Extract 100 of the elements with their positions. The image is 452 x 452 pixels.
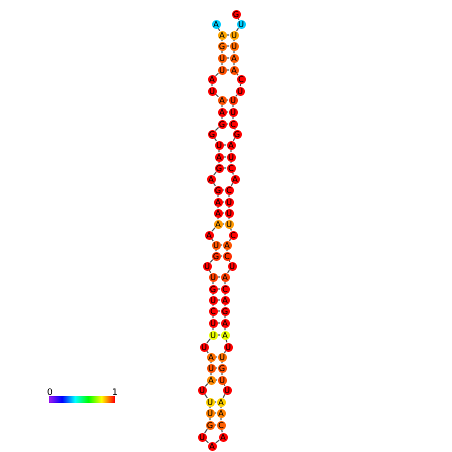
nucleotide-circle: U — [208, 86, 216, 96]
connector-line — [228, 206, 230, 208]
nucleotide-circle: U — [212, 240, 220, 250]
connector-line — [216, 356, 218, 358]
nucleotide-circle: C — [222, 252, 232, 260]
nucleotide-circle: U — [198, 432, 206, 442]
connector-line — [221, 40, 223, 42]
nucleotide-circle: A — [220, 272, 230, 282]
connector-line — [224, 384, 226, 386]
connector-line — [232, 138, 236, 142]
nucleotide-circle: A — [220, 318, 230, 328]
connector-line — [216, 367, 218, 369]
nucleotide-circle: U — [218, 54, 226, 62]
nucleotide-circle: G — [218, 120, 226, 128]
nucleotide-circle: U — [236, 86, 244, 96]
nucleotide-circle: U — [228, 108, 238, 116]
nucleotide-circle: A — [218, 96, 226, 104]
connector-line — [214, 401, 216, 403]
connector-line — [224, 304, 226, 306]
nucleotide-circle: C — [220, 284, 230, 294]
connector-line — [228, 238, 232, 242]
connector-line — [222, 394, 226, 398]
nucleotide-circle: A — [212, 20, 220, 28]
nucleotide-circle: U — [208, 330, 218, 340]
nucleotide-circle: G — [206, 420, 214, 430]
nucleotide-circle: A — [230, 54, 238, 62]
nucleotide-circle: U — [198, 386, 206, 394]
nucleotide-circle: A — [222, 240, 232, 250]
nucleotide-circle: G — [208, 130, 216, 138]
nucleotide-circle: U — [230, 30, 238, 40]
connector-line — [233, 40, 235, 42]
nucleotide-circle: A — [206, 352, 216, 362]
nucleotide-circle: A — [230, 66, 238, 74]
nucleotide-circle: U — [200, 342, 208, 352]
nucleotide-circle: A — [220, 296, 230, 304]
connector-line — [215, 440, 220, 444]
nucleotide-circle: A — [214, 152, 224, 162]
connector-line — [226, 123, 228, 125]
nucleotide-circle: U — [228, 96, 238, 104]
nucleotide-circle: G — [232, 10, 240, 18]
connector-line — [220, 255, 222, 257]
nucleotide-circle: U — [224, 220, 234, 228]
nucleotide-circle: U — [226, 152, 236, 162]
nucleotide-circle: A — [230, 174, 240, 184]
nucleotide-circle: A — [214, 220, 222, 228]
nucleotide-circle: A — [216, 408, 226, 418]
connector-line — [218, 162, 220, 164]
nucleotide-circle: C — [216, 420, 226, 430]
nucleotide-circle: A — [208, 442, 216, 450]
connector-line — [209, 406, 211, 408]
scale-tick-label: 0 — [47, 388, 53, 398]
nucleotide-circle: A — [206, 376, 216, 384]
nucleotide-circle: U — [228, 262, 236, 270]
connector-line — [226, 99, 228, 101]
connector-line — [214, 126, 220, 132]
nucleotide-circle: U — [208, 318, 218, 328]
nucleotide-circle: U — [208, 272, 218, 282]
connector-line — [212, 294, 214, 296]
connector-line — [226, 250, 228, 252]
connector-line — [220, 406, 222, 408]
connector-line — [216, 379, 218, 381]
nucleotide-circle: A — [214, 208, 222, 218]
nucleotide-circle: G — [208, 284, 218, 294]
nucleotide-circle: G — [232, 130, 242, 138]
connector-line — [214, 412, 216, 414]
nucleotide-circle: C — [228, 230, 238, 240]
nucleotide-circle: U — [224, 208, 234, 218]
nucleotide-circle: G — [218, 42, 226, 50]
connector-line — [217, 206, 219, 208]
nucleotide-circle: G — [212, 252, 220, 260]
connector-line — [222, 201, 224, 203]
connector-line — [210, 362, 212, 364]
nucleotide-circle: U — [214, 140, 224, 150]
nucleotide-circle: C — [226, 164, 236, 172]
nucleotide-circle: C — [224, 186, 234, 194]
nucleotide-circle: G — [214, 164, 224, 172]
nucleotide-circle: U — [218, 66, 226, 74]
nucleotide-circle: A — [208, 74, 216, 84]
connector-line — [206, 338, 211, 344]
connector-line — [228, 218, 230, 220]
nucleotide-circle: A — [218, 432, 228, 442]
connector-line — [224, 294, 226, 296]
connector-line — [228, 260, 230, 262]
connector-line — [217, 218, 219, 220]
connector-line — [230, 162, 232, 164]
nucleotide-circle: C — [236, 74, 246, 84]
nucleotide-circle: U — [218, 352, 226, 362]
connector-line — [221, 362, 223, 364]
nucleotide-circle: A — [220, 330, 230, 340]
nucleotide-circle: U — [224, 198, 234, 206]
nucleotide-circle: A — [216, 398, 226, 406]
connector-line — [214, 424, 216, 426]
nucleotide-circle: U — [236, 20, 246, 28]
connector-line — [224, 350, 226, 354]
nucleotide-circle: U — [222, 386, 232, 394]
nucleotide-circle: U — [230, 42, 238, 50]
nucleotide-circle: C — [228, 120, 238, 128]
scale-tick-label: 1 — [112, 388, 118, 398]
nucleotide-circle: G — [214, 186, 222, 194]
connector-line — [212, 304, 214, 306]
